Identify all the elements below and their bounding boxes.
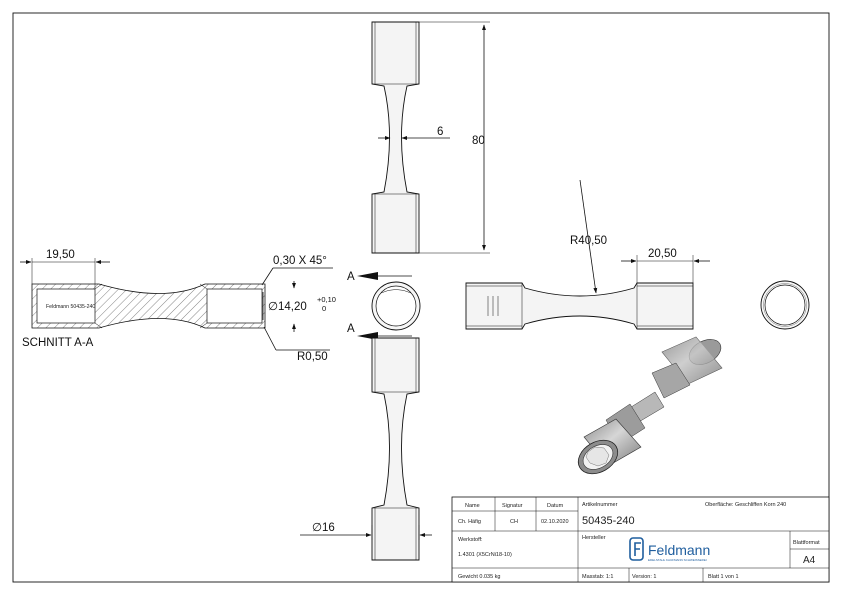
tb-gewicht: Gewicht 0.035 kg — [458, 574, 501, 580]
right-end-view — [760, 280, 810, 330]
dim-20-50: 20,50 — [648, 248, 677, 260]
dim-r40-50: R40,50 — [570, 235, 607, 247]
tb-artikel-label: Artikelnummer — [582, 502, 618, 508]
bottom-vertical-view — [300, 337, 432, 561]
tb-name-header: Name — [465, 503, 480, 509]
section-letter-top: A — [347, 271, 355, 283]
dim-6: 6 — [437, 126, 443, 138]
section-view-a-a — [20, 258, 333, 351]
dim-chamfer: 0,30 X 45° — [273, 255, 327, 267]
tb-signatur-value: CH — [510, 519, 518, 525]
tb-signatur-header: Signatur — [502, 503, 523, 509]
tb-blattformat-value: A4 — [803, 555, 816, 566]
dim-diameter-16: ∅16 — [312, 522, 335, 534]
dim-80: 80 — [472, 135, 485, 147]
tb-artikel-value: 50435-240 — [582, 515, 635, 527]
tb-hersteller-label: Hersteller — [582, 535, 606, 541]
engraving-text: Feldmann 50435-240 — [46, 304, 95, 310]
tb-datum-value: 02.10.2020 — [541, 519, 569, 525]
feldmann-logo-icon — [629, 537, 644, 561]
tb-oberflaeche: Oberfläche: Geschliffen Korn 240 — [705, 502, 786, 508]
dim-diameter-14-20: ∅14,20 — [268, 301, 307, 313]
tb-blatt: Blatt 1 von 1 — [708, 574, 739, 580]
dim-r0-50: R0,50 — [297, 351, 328, 363]
section-label: SCHNITT A-A — [22, 337, 94, 349]
title-block — [451, 496, 830, 583]
tb-werkstoff-value: 1.4301 (X5CrNi18-10) — [458, 552, 512, 558]
tb-datum-header: Datum — [547, 503, 564, 509]
dim-tolerance-upper: +0,10 — [317, 295, 336, 304]
tb-brand-name: Feldmann — [648, 542, 710, 558]
tb-name-value: Ch. Häfig — [458, 519, 481, 525]
tb-version: Version: 1 — [632, 574, 656, 580]
isometric-view — [577, 336, 723, 475]
center-end-view — [357, 272, 421, 340]
tb-werkstoff-label: Werkstoff: — [458, 537, 483, 543]
tb-massstab: Masstab: 1:1 — [582, 574, 614, 580]
right-horizontal-view — [465, 179, 710, 330]
sheet-border — [12, 12, 830, 583]
tb-blattformat-label: Blattformat — [793, 540, 820, 546]
section-letter-bottom: A — [347, 323, 355, 335]
top-vertical-view — [371, 21, 490, 254]
dim-19-50: 19,50 — [46, 249, 75, 261]
dim-tolerance-lower: 0 — [322, 304, 326, 313]
tb-brand-tagline: EDELSTAHL KAUFMANN SCHWEISSEREI — [648, 558, 707, 562]
